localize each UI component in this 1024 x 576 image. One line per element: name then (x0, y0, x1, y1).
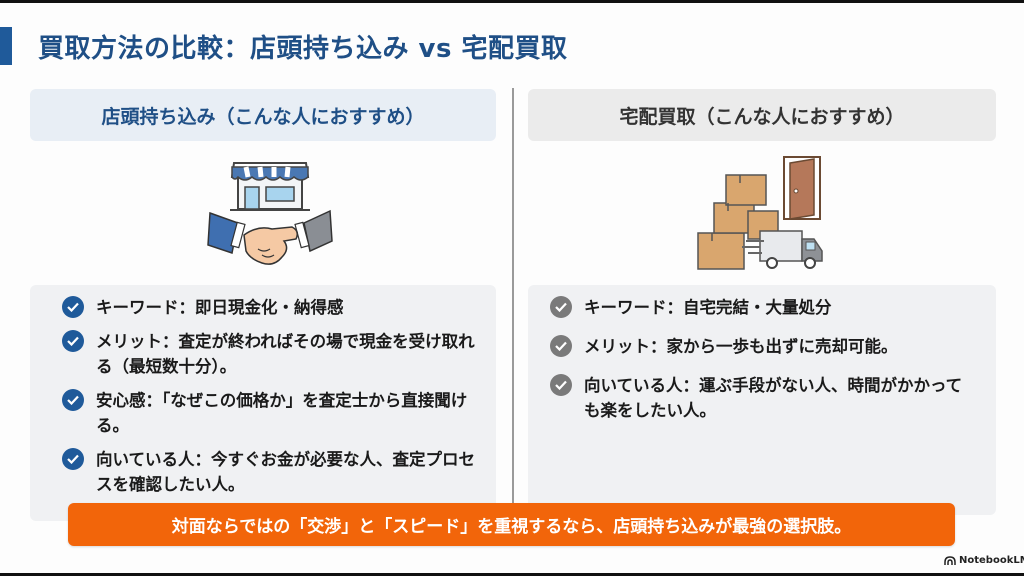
delivery-column-header-text: 宅配買取（こんな人におすすめ） (619, 105, 905, 128)
check-circle-icon (62, 448, 84, 470)
notebooklm-logo-icon (944, 555, 956, 565)
title-accent-bar (0, 27, 12, 65)
store-benefit-text: キーワード：即日現金化・納得感 (96, 298, 344, 317)
store-benefit-item: メリット：査定が終わればその場で現金を受け取れる（最短数十分）。 (62, 329, 484, 379)
check-circle-icon (62, 296, 84, 318)
top-border (0, 0, 1024, 3)
delivery-benefit-item: キーワード：自宅完結・大量処分 (550, 295, 984, 320)
store-benefit-item: 安心感：「なぜこの価格か」を査定士から直接聞ける。 (62, 388, 484, 438)
conclusion-banner-text: 対面ならではの「交渉」と「スピード」を重視するなら、店頭持ち込みが最強の選択肢。 (171, 517, 852, 537)
check-circle-icon (550, 296, 572, 318)
check-circle-icon (62, 330, 84, 352)
store-column-header-text: 店頭持ち込み（こんな人におすすめ） (101, 105, 425, 128)
delivery-benefit-text: メリット：家から一歩も出ずに売却可能。 (584, 337, 898, 356)
store-handshake-icon (200, 153, 340, 273)
notebooklm-branding: NotebookLM (944, 555, 1024, 566)
check-circle-icon (62, 389, 84, 411)
store-column-header: 店頭持ち込み（こんな人におすすめ） (30, 89, 496, 141)
store-benefits-card: キーワード：即日現金化・納得感 メリット：査定が終わればその場で現金を受け取れる… (30, 285, 496, 521)
check-circle-icon (550, 374, 572, 396)
notebooklm-label: NotebookLM (959, 555, 1024, 566)
slide-title: 買取方法の比較：店頭持ち込み vs 宅配買取 (38, 34, 568, 64)
delivery-benefit-text: 向いている人：運ぶ手段がない人、時間がかかっても楽をしたい人。 (584, 376, 963, 420)
delivery-benefit-item: メリット：家から一歩も出ずに売却可能。 (550, 334, 984, 359)
store-benefit-text: 安心感：「なぜこの価格か」を査定士から直接聞ける。 (96, 391, 468, 435)
conclusion-banner: 対面ならではの「交渉」と「スピード」を重視するなら、店頭持ち込みが最強の選択肢。 (68, 503, 955, 546)
column-divider (512, 88, 514, 516)
delivery-benefit-text: キーワード：自宅完結・大量処分 (584, 298, 832, 317)
store-benefit-text: 向いている人：今すぐお金が必要な人、査定プロセスを確認したい人。 (96, 450, 476, 494)
store-benefit-item: キーワード：即日現金化・納得感 (62, 295, 484, 320)
bottom-border (0, 573, 1024, 576)
store-benefit-text: メリット：査定が終わればその場で現金を受け取れる（最短数十分）。 (96, 332, 475, 376)
boxes-door-truck-icon (690, 153, 830, 273)
delivery-benefits-card: キーワード：自宅完結・大量処分 メリット：家から一歩も出ずに売却可能。 向いてい… (528, 285, 996, 515)
check-circle-icon (550, 335, 572, 357)
store-benefit-item: 向いている人：今すぐお金が必要な人、査定プロセスを確認したい人。 (62, 447, 484, 497)
delivery-benefit-item: 向いている人：運ぶ手段がない人、時間がかかっても楽をしたい人。 (550, 373, 984, 423)
delivery-column-header: 宅配買取（こんな人におすすめ） (528, 89, 996, 141)
